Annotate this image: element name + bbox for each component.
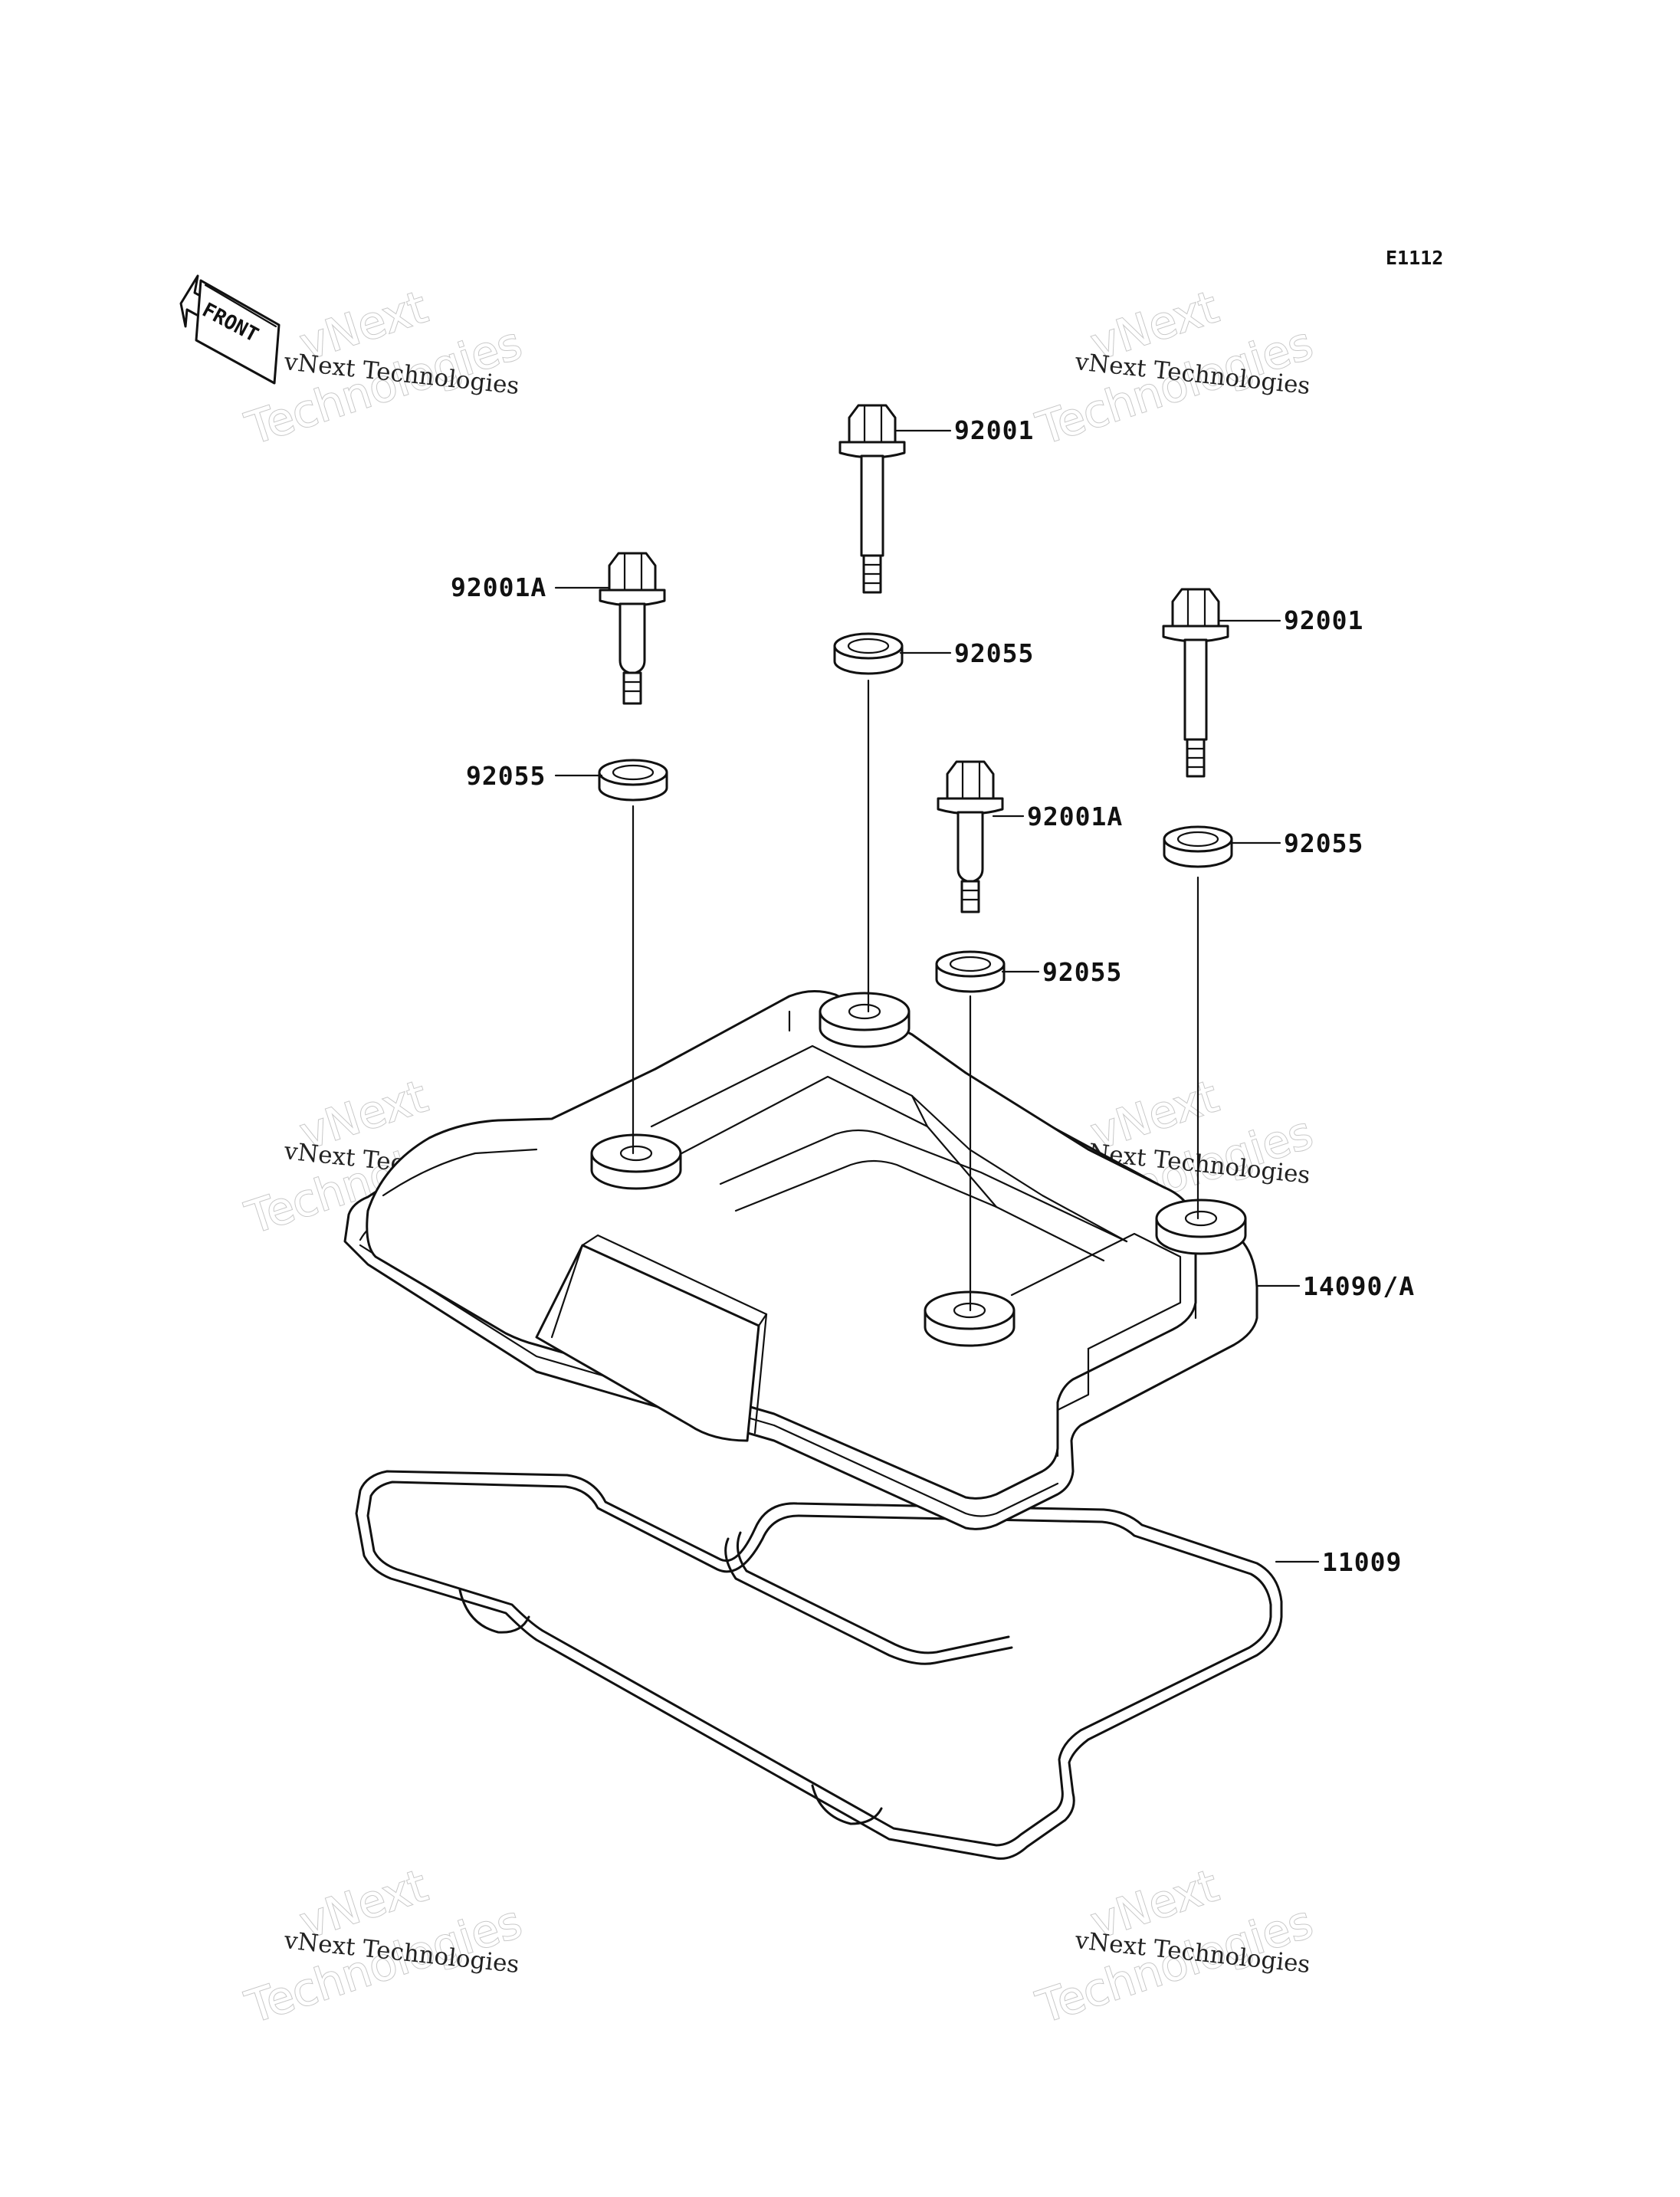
label-washer-right: 92055 xyxy=(1284,828,1363,858)
bolt-center xyxy=(937,760,1004,913)
washer-top-center xyxy=(833,632,904,675)
label-bolt-center: 92001A xyxy=(1027,802,1123,831)
label-gasket: 11009 xyxy=(1322,1547,1402,1577)
label-cylinder-head-cover: 14090/A xyxy=(1303,1271,1415,1301)
washer-center xyxy=(935,950,1006,993)
cover-boss-left xyxy=(590,1133,682,1190)
label-washer-top-center: 92055 xyxy=(954,638,1034,668)
washer-right xyxy=(1163,825,1233,868)
label-bolt-right: 92001 xyxy=(1284,605,1363,635)
label-bolt-upper-left: 92001A xyxy=(451,572,546,602)
bolt-top-center xyxy=(838,404,906,594)
label-bolt-top-center: 92001 xyxy=(954,415,1034,445)
watermark-bottom-right: vNext Technologies vNext Technologies xyxy=(1029,1858,1319,2034)
bolt-right xyxy=(1162,588,1229,778)
watermark-bottom-left: vNext Technologies vNext Technologies xyxy=(238,1858,528,2034)
front-arrow-icon: FRONT xyxy=(179,274,281,385)
cylinder-head-cover xyxy=(343,990,1258,1530)
gasket xyxy=(355,1470,1283,1860)
cover-boss-right xyxy=(1155,1199,1247,1255)
diagram-code: E1112 xyxy=(1386,247,1443,269)
watermark-top-right: vNext Technologies vNext Technologies xyxy=(1029,280,1319,455)
leader-lines xyxy=(554,429,1320,1563)
label-washer-left: 92055 xyxy=(466,761,546,791)
cover-boss-top xyxy=(819,992,911,1048)
bolt-upper-left xyxy=(599,552,666,705)
watermark-top-left: vNext Technologies vNext Technologies xyxy=(238,280,528,455)
label-washer-center: 92055 xyxy=(1042,957,1122,987)
washer-left xyxy=(598,759,668,802)
